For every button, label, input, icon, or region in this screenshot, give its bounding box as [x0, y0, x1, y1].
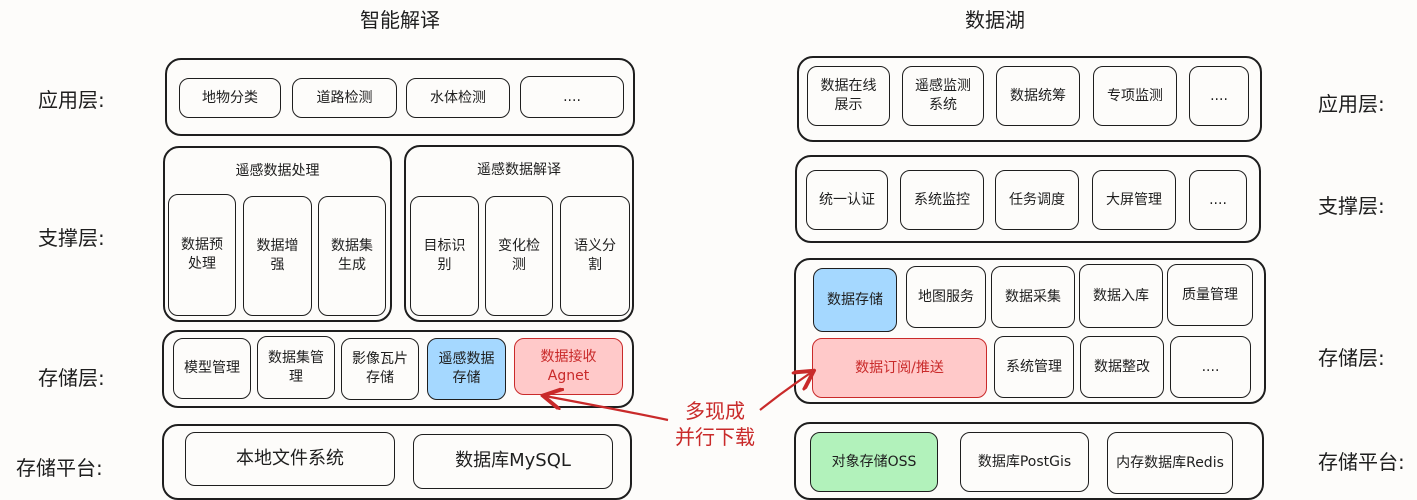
left-support-item: 数据增强 [243, 196, 312, 316]
left-support-group-frame [404, 145, 634, 322]
left-storage-item: 模型管理 [173, 338, 251, 399]
right-platform-item: 内存数据库Redis [1107, 432, 1233, 494]
left-support-item: 变化检测 [485, 196, 553, 316]
right-storage-item: 数据采集 [991, 266, 1075, 328]
left-support-item: 语义分割 [560, 196, 630, 316]
left-storage-frame [162, 330, 634, 408]
right-support-item: 统一认证 [806, 170, 888, 230]
right-support-item: 大屏管理 [1092, 170, 1176, 230]
right-support-item: 任务调度 [995, 170, 1079, 230]
right-platform-item: 数据库PostGis [960, 432, 1089, 492]
right-storage-item: 数据入库 [1079, 264, 1163, 328]
right-support-item: 系统监控 [900, 170, 984, 230]
right-platform-item-highlight: 对象存储OSS [810, 432, 938, 492]
left-support-group-title: 遥感数据处理 [235, 163, 320, 179]
right-app-frame [797, 56, 1262, 142]
left-title: 智能解译 [360, 8, 440, 32]
right-storage-item-highlight: 数据存储 [813, 268, 897, 332]
left-platform-item: 数据库MySQL [413, 434, 613, 489]
left-label-app: 应用层: [38, 88, 105, 112]
right-support-frame [795, 155, 1261, 243]
right-app-item: 专项监测 [1093, 66, 1177, 126]
left-support-item: 数据集生成 [318, 196, 386, 316]
right-storage-frame [794, 258, 1266, 404]
left-storage-item: 影像瓦片存储 [341, 338, 419, 400]
right-app-item: 遥感监测系统 [902, 66, 984, 126]
right-storage-item: 系统管理 [994, 336, 1074, 398]
right-storage-item: .... [1170, 336, 1251, 398]
left-app-item: 水体检测 [406, 78, 510, 118]
right-title: 数据湖 [965, 8, 1025, 32]
left-app-item: .... [520, 76, 624, 118]
right-app-item: 数据统筹 [996, 66, 1080, 126]
left-storage-item: 数据集管理 [257, 336, 335, 399]
right-support-item: .... [1189, 170, 1247, 230]
left-support-item: 数据预处理 [168, 194, 236, 316]
left-label-platform: 存储平台: [16, 456, 103, 480]
parallel-download-callout: 多现成 并行下载 [675, 399, 755, 449]
left-platform-item: 本地文件系统 [185, 432, 395, 486]
right-storage-subscribe: 数据订阅/推送 [812, 338, 987, 398]
left-support-group-frame [163, 146, 392, 322]
left-app-item: 地物分类 [179, 78, 281, 118]
left-app-frame [165, 58, 635, 136]
left-label-support: 支撑层: [38, 226, 105, 250]
right-label-storage: 存储层: [1318, 346, 1385, 370]
right-app-item: 数据在线展示 [807, 66, 890, 126]
left-label-storage: 存储层: [38, 366, 105, 390]
right-label-platform: 存储平台: [1318, 450, 1405, 474]
left-app-item: 道路检测 [292, 78, 397, 118]
right-storage-item: 地图服务 [906, 266, 986, 328]
left-storage-item-highlight: 遥感数据存储 [427, 338, 506, 400]
left-support-item: 目标识别 [410, 196, 479, 316]
right-app-item: .... [1189, 66, 1249, 126]
right-label-support: 支撑层: [1318, 194, 1385, 218]
left-platform-frame [162, 424, 632, 500]
right-platform-frame [794, 422, 1264, 500]
right-storage-item: 数据整改 [1080, 336, 1164, 398]
right-storage-item: 质量管理 [1167, 264, 1253, 326]
left-support-group-title: 遥感数据解译 [477, 162, 561, 178]
right-label-app: 应用层: [1318, 92, 1385, 116]
